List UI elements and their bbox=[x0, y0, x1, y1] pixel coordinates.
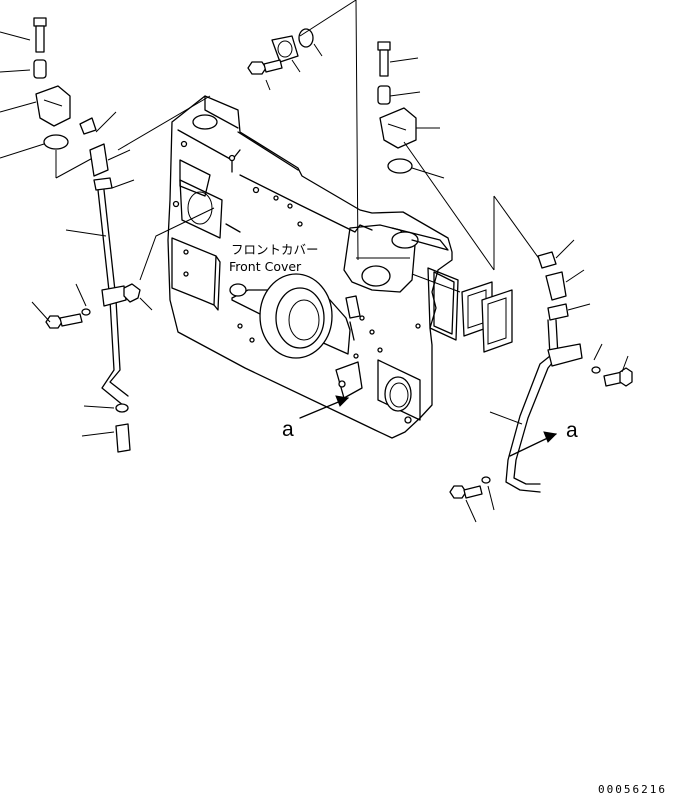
drawing-number: 00056216 bbox=[598, 783, 667, 796]
label-front-cover-jp: フロントカバー bbox=[231, 242, 319, 257]
reference-arrow-right bbox=[509, 431, 558, 457]
reference-arrow-left bbox=[299, 395, 350, 419]
right-components bbox=[356, 41, 633, 523]
front-cover-housing bbox=[167, 95, 459, 439]
left-components bbox=[0, 17, 215, 453]
reference-letter-right: a bbox=[566, 419, 578, 442]
top-center-parts bbox=[247, 0, 359, 261]
reference-letter-left: a bbox=[282, 418, 294, 441]
label-front-cover-en: Front Cover bbox=[229, 259, 302, 274]
